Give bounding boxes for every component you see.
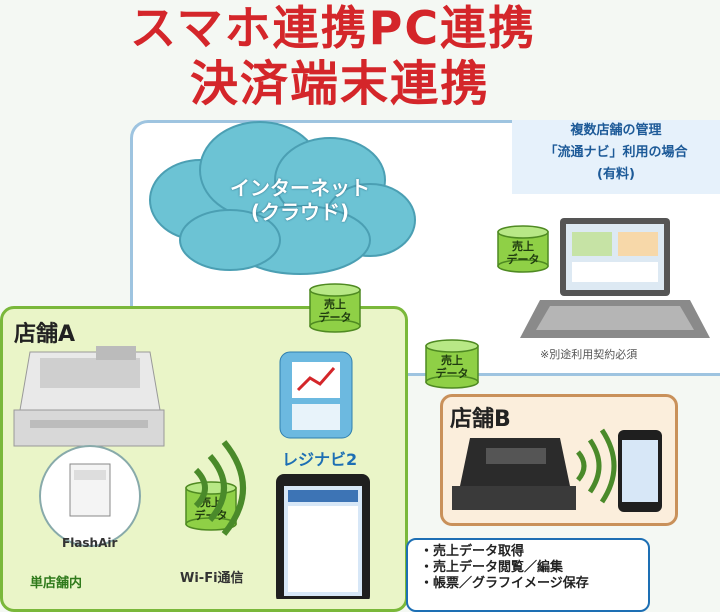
wifi-signal-b-icon <box>576 428 617 504</box>
devices-layer <box>13 346 662 599</box>
title-line-1: スマホ連携PC連携 <box>130 1 537 55</box>
laptop-layer <box>520 218 710 338</box>
db-label-line-2: データ <box>506 253 540 266</box>
db-label-line-1: 売上 <box>324 298 346 311</box>
regi-navi-label: レジナビ2 <box>282 450 358 469</box>
db-label: 売上 データ <box>310 298 360 324</box>
cloud-label-line-2: (クラウド) <box>250 200 350 224</box>
cloud-icon <box>149 121 416 275</box>
store-a-label: 店舗A <box>14 322 76 347</box>
store-b-label: 店舗B <box>450 407 511 432</box>
features-box: ・売上データ取得 ・売上データ閲覧／編集 ・帳票／グラフイメージ保存 <box>406 538 650 612</box>
cash-register-b-icon <box>452 438 576 510</box>
db-label-line-1: 売上 <box>512 240 534 253</box>
cloud-layer <box>149 121 416 275</box>
db-label-line-2: データ <box>435 367 469 380</box>
smartphone-icon <box>618 430 662 512</box>
feature-item: ・売上データ閲覧／編集 <box>420 560 564 575</box>
db-label-line-2: データ <box>318 311 352 324</box>
cloud-label-line-1: インターネット <box>230 176 370 200</box>
multi-store-management-box: 複数店舗の管理 「流通ナビ」利用の場合 (有料) <box>512 120 720 194</box>
management-line-1: 複数店舗の管理 <box>570 123 662 138</box>
cloud-label: インターネット (クラウド) <box>205 176 395 224</box>
wifi-signal-icon <box>193 440 246 536</box>
contract-note: ※別途利用契約必須 <box>540 348 638 361</box>
management-line-3: (有料) <box>597 167 635 182</box>
database-layer <box>185 225 549 531</box>
management-line-2: 「流通ナビ」利用の場合 <box>544 145 688 160</box>
cash-register-icon <box>13 346 165 447</box>
flashair-label: FlashAir <box>62 536 118 550</box>
tablet-icon <box>276 474 370 599</box>
sales-data-db-icon <box>309 283 361 333</box>
feature-item: ・売上データ取得 <box>420 544 525 559</box>
db-label-line-1: 売上 <box>441 354 463 367</box>
flashair-card-icon <box>39 445 141 547</box>
laptop-icon <box>520 218 710 338</box>
db-label: 売上 データ <box>426 354 478 380</box>
single-store-label: 単店舗内 <box>30 576 83 591</box>
title-line-2: 決済端末連携 <box>190 56 491 112</box>
db-label: 売上 データ <box>498 240 548 266</box>
regi-navi-app-icon <box>279 351 353 439</box>
wifi-label: Wi-Fi通信 <box>180 571 244 586</box>
feature-item: ・帳票／グラフイメージ保存 <box>420 576 589 591</box>
sales-data-db-icon <box>425 339 479 389</box>
sales-data-db-icon <box>497 225 549 273</box>
